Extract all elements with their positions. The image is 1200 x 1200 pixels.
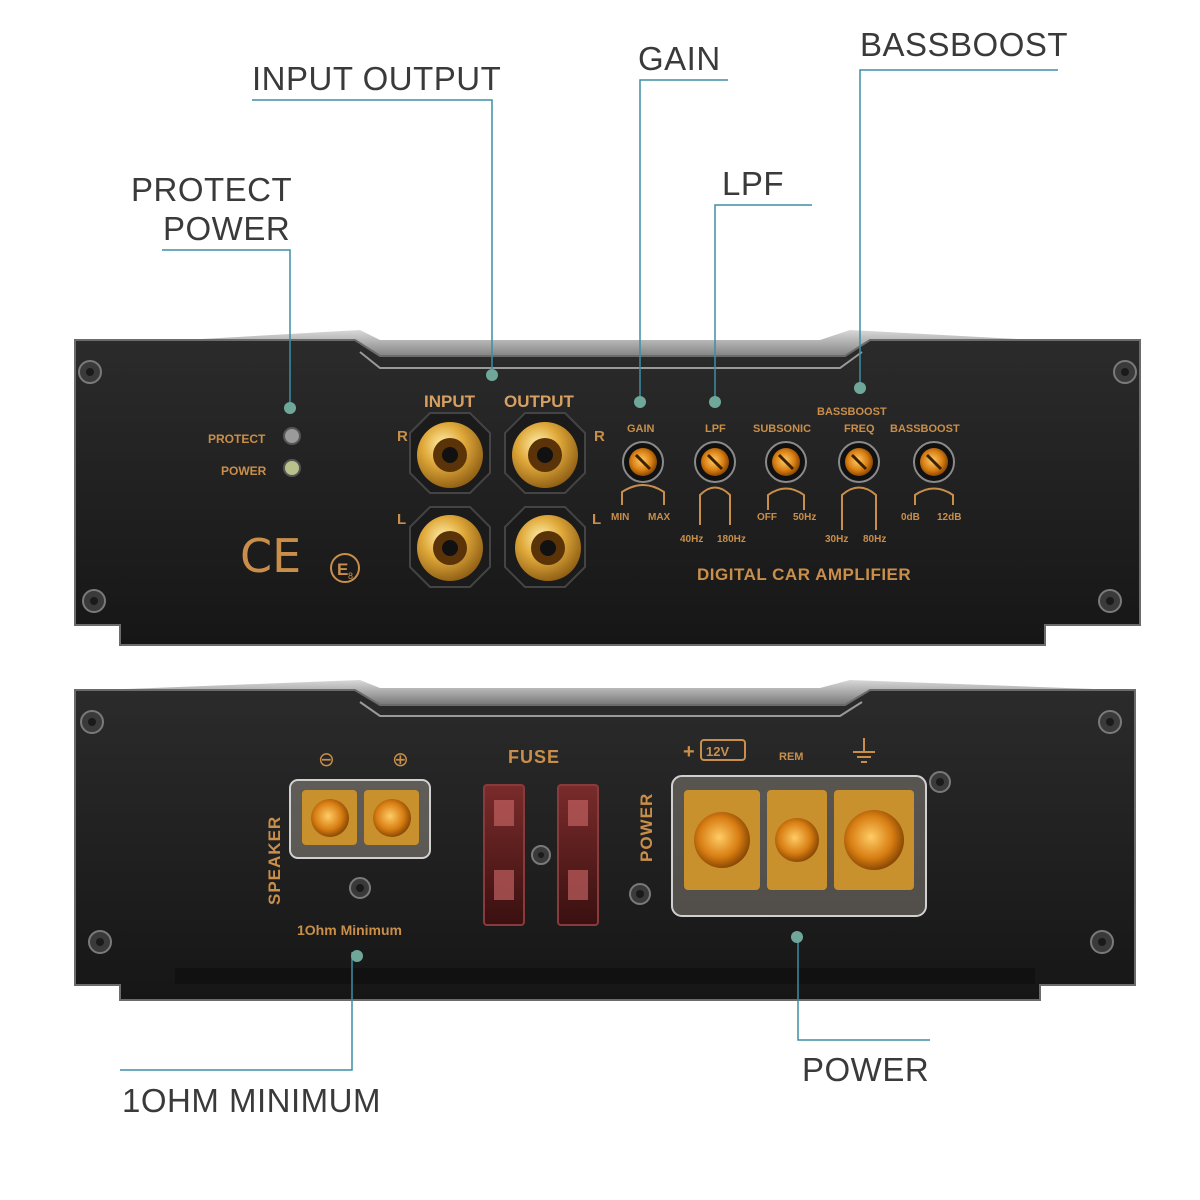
power-panel-label: POWER xyxy=(637,793,656,862)
callout-line-ohm-minimum xyxy=(120,952,353,1071)
e-mark-number: 8 xyxy=(348,571,353,581)
input-label: INPUT xyxy=(424,392,476,411)
panel-base-shadow xyxy=(175,968,1035,984)
callout-protect: PROTECT xyxy=(131,171,293,208)
amplifier-bottom-view: SPEAKER ⊖ ⊕ 1Ohm Minimum FUSE POWER + 12… xyxy=(74,680,1136,1001)
screw-icon xyxy=(349,877,371,899)
bassboost-freq-label: FREQ xyxy=(844,423,875,435)
screw-icon xyxy=(80,710,104,734)
fuse-label: FUSE xyxy=(508,747,560,767)
amplifier-top-view: PROTECT POWER CE E 8 INPUT OUTPUT R R L … xyxy=(74,330,1141,646)
lpf-low-label: 40Hz xyxy=(680,534,703,545)
bassboost-knob[interactable] xyxy=(913,441,955,483)
gain-knob-label: GAIN xyxy=(627,423,655,435)
rca-jack-output-r[interactable] xyxy=(504,412,586,494)
battery-plus-icon: + xyxy=(683,741,695,763)
front-panel-bottom xyxy=(74,689,1136,1001)
channel-l-right: L xyxy=(592,511,601,528)
screw-icon xyxy=(629,883,651,905)
knob-range-brackets xyxy=(621,484,954,530)
ce-mark: CE xyxy=(240,529,301,583)
callout-input-output: INPUT OUTPUT xyxy=(252,60,502,97)
model-name: DIGITAL CAR AMPLIFIER xyxy=(697,565,911,584)
callout-line-protect-power xyxy=(162,249,291,405)
callout-line-lpf xyxy=(714,204,812,400)
lpf-knob-label: LPF xyxy=(705,423,726,435)
fuse-right[interactable] xyxy=(557,784,599,926)
callout-lpf: LPF xyxy=(722,165,785,202)
bassfreq-30-label: 30Hz xyxy=(825,534,848,545)
screw-icon xyxy=(1090,930,1114,954)
subsonic-knob-label: SUBSONIC xyxy=(753,423,811,435)
output-label: OUTPUT xyxy=(504,392,575,411)
callout-dots xyxy=(284,369,866,962)
callout-ohm-minimum: 1OHM MINIMUM xyxy=(122,1082,381,1119)
screw-icon xyxy=(1098,710,1122,734)
e-mark: E xyxy=(337,560,348,579)
bassboost-knob-label: BASSBOOST xyxy=(890,423,960,435)
battery-icon xyxy=(700,739,746,761)
callout-power-bottom: POWER xyxy=(802,1051,930,1088)
bassfreq-80-label: 80Hz xyxy=(863,534,886,545)
battery-12v-label: 12V xyxy=(706,744,729,759)
gain-min-label: MIN xyxy=(611,512,629,523)
power-led xyxy=(283,459,301,477)
rca-jack-input-l[interactable] xyxy=(409,506,491,588)
callout-lines xyxy=(120,69,1058,1071)
ohm-minimum-panel-label: 1Ohm Minimum xyxy=(297,922,402,938)
screw-icon xyxy=(531,845,551,865)
ground-icon xyxy=(853,738,875,763)
screw-icon xyxy=(88,930,112,954)
gain-max-label: MAX xyxy=(648,512,671,523)
callout-line-power xyxy=(797,937,930,1041)
callout-gain: GAIN xyxy=(638,40,721,77)
power-terminal-12v[interactable] xyxy=(684,790,760,890)
screw-icon xyxy=(1098,589,1122,613)
subsonic-50-label: 50Hz xyxy=(793,512,816,523)
bassboost-freq-knob[interactable] xyxy=(838,441,880,483)
screw-icon xyxy=(82,589,106,613)
callout-line-gain xyxy=(639,79,728,400)
speaker-terminal-plus[interactable] xyxy=(364,790,419,845)
protect-led xyxy=(283,427,301,445)
speaker-label: SPEAKER xyxy=(265,816,284,905)
lpf-high-label: 180Hz xyxy=(717,534,746,545)
rca-jack-input-r[interactable] xyxy=(409,412,491,494)
callout-power-top: POWER xyxy=(163,210,291,247)
rem-label: REM xyxy=(779,751,803,763)
callout-line-bassboost xyxy=(859,69,1058,385)
channel-r-right: R xyxy=(594,428,605,445)
power-terminal-ground[interactable] xyxy=(834,790,914,890)
bassboost-0db-label: 0dB xyxy=(901,512,920,523)
e-mark-circle xyxy=(330,553,360,583)
gain-knob[interactable] xyxy=(622,441,664,483)
rca-jack-output-l[interactable] xyxy=(504,506,586,588)
speaker-plus-icon: ⊕ xyxy=(392,747,409,771)
screw-icon xyxy=(1113,360,1137,384)
power-terminal-rem[interactable] xyxy=(767,790,827,890)
callout-bassboost: BASSBOOST xyxy=(860,26,1069,63)
bassboost-12db-label: 12dB xyxy=(937,512,961,523)
subsonic-knob[interactable] xyxy=(765,441,807,483)
channel-l-left: L xyxy=(397,511,406,528)
screw-icon xyxy=(78,360,102,384)
speaker-terminal-minus[interactable] xyxy=(302,790,357,845)
bassboost-freq-top-label: BASSBOOST xyxy=(817,406,887,418)
power-led-label: POWER xyxy=(221,464,267,478)
channel-r-left: R xyxy=(397,428,408,445)
protect-led-label: PROTECT xyxy=(208,432,266,446)
fuse-left[interactable] xyxy=(483,784,525,926)
subsonic-off-label: OFF xyxy=(757,512,777,523)
front-panel-top xyxy=(74,339,1141,646)
screw-icon xyxy=(929,771,951,793)
speaker-minus-icon: ⊖ xyxy=(318,747,335,771)
lpf-knob[interactable] xyxy=(694,441,736,483)
callout-line-input-output xyxy=(252,99,493,370)
